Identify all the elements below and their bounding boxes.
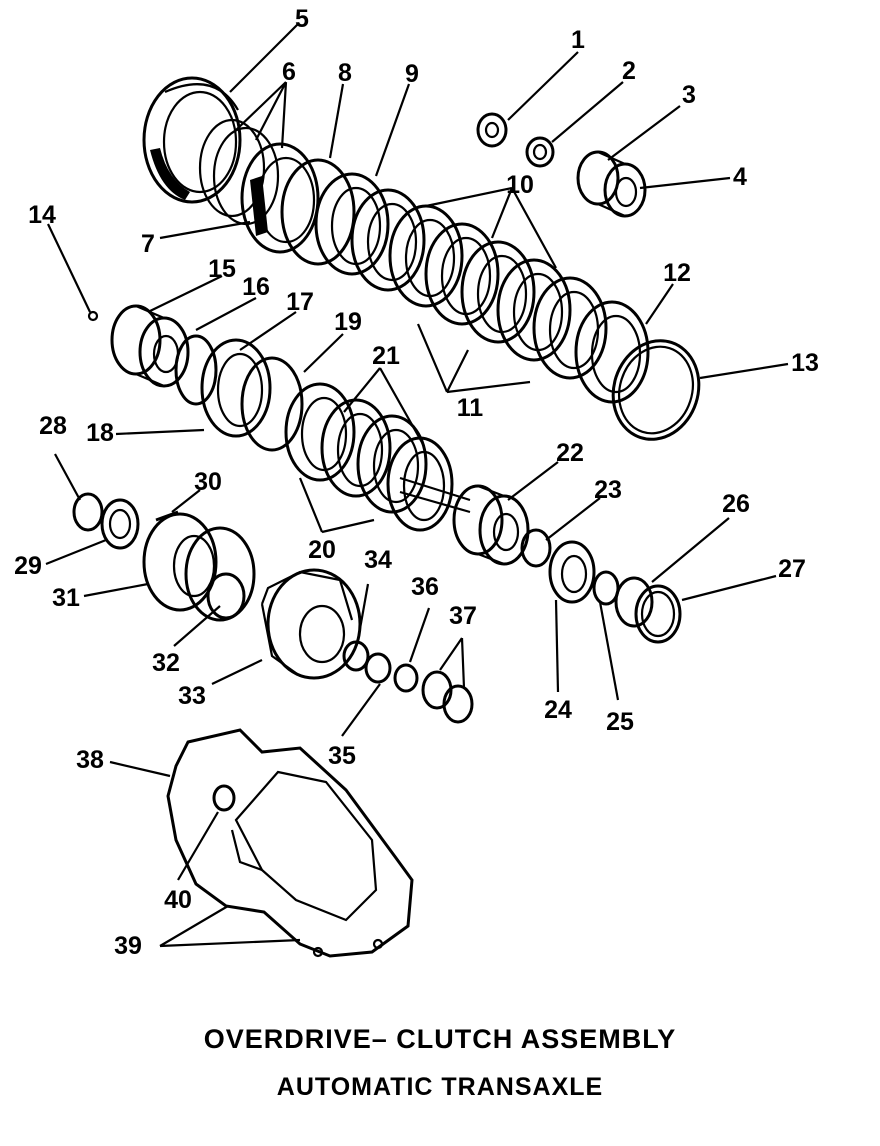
part-19-20-21-plates bbox=[284, 382, 454, 532]
part-12-pressure-plate bbox=[574, 300, 650, 404]
part-37-seal-rings bbox=[421, 670, 474, 724]
part-7-8-piston bbox=[240, 142, 356, 266]
part-9-10-11-clutch-plates bbox=[314, 172, 608, 380]
callout-21: 21 bbox=[372, 342, 400, 370]
callout-26: 26 bbox=[722, 490, 750, 518]
part-22-shaft-gear bbox=[399, 476, 530, 566]
diagram-title: OVERDRIVE– CLUTCH ASSEMBLY bbox=[203, 1024, 677, 1054]
callout-5: 5 bbox=[295, 5, 309, 33]
part-29-washer bbox=[100, 498, 140, 550]
part-1-nut bbox=[476, 112, 508, 148]
part-34-washer bbox=[342, 640, 370, 672]
callout-37: 37 bbox=[449, 602, 477, 630]
callout-2: 2 bbox=[622, 57, 636, 85]
callout-25: 25 bbox=[606, 708, 634, 736]
part-31-32-piston bbox=[142, 512, 256, 622]
callout-10: 10 bbox=[506, 171, 534, 199]
part-28-ring bbox=[72, 492, 104, 532]
callout-39: 39 bbox=[114, 932, 142, 960]
callout-36: 36 bbox=[411, 573, 439, 601]
callout-16: 16 bbox=[242, 273, 270, 301]
callout-29: 29 bbox=[14, 552, 42, 580]
callout-38: 38 bbox=[76, 746, 104, 774]
part-15-16-hub bbox=[110, 304, 218, 406]
callout-27: 27 bbox=[778, 555, 806, 583]
diagram-subtitle: AUTOMATIC TRANSAXLE bbox=[276, 1073, 604, 1101]
callout-28: 28 bbox=[39, 412, 67, 440]
callout-6: 6 bbox=[282, 58, 296, 86]
part-13-snap-ring bbox=[611, 339, 701, 441]
lower-parts bbox=[72, 492, 474, 724]
part-36-washer bbox=[393, 663, 419, 693]
upper-right-parts bbox=[87, 112, 647, 322]
callout-24: 24 bbox=[544, 696, 572, 724]
callout-15: 15 bbox=[208, 255, 236, 283]
callout-22: 22 bbox=[556, 439, 584, 467]
callout-labels: 1 2 3 4 5 6 7 8 9 10 11 12 13 14 15 16 1… bbox=[14, 5, 819, 960]
callout-20: 20 bbox=[308, 536, 336, 564]
callout-18: 18 bbox=[86, 419, 114, 447]
callout-34: 34 bbox=[364, 546, 392, 574]
callout-3: 3 bbox=[682, 81, 696, 109]
part-35-bearing bbox=[364, 652, 392, 684]
callout-12: 12 bbox=[663, 259, 691, 287]
middle-clutch-pack bbox=[110, 304, 682, 644]
callout-30: 30 bbox=[194, 468, 222, 496]
leader-lines bbox=[45, 23, 789, 948]
part-3-4-bearing bbox=[576, 150, 647, 218]
callout-31: 31 bbox=[52, 584, 80, 612]
upper-clutch-pack bbox=[142, 76, 701, 441]
callout-7: 7 bbox=[141, 230, 155, 258]
part-5-clutch-drum bbox=[142, 76, 242, 204]
callout-13: 13 bbox=[791, 349, 819, 377]
callout-17: 17 bbox=[286, 288, 314, 316]
part-2-washer bbox=[525, 136, 555, 168]
callout-1: 1 bbox=[571, 26, 585, 54]
callout-33: 33 bbox=[178, 682, 206, 710]
callout-4: 4 bbox=[733, 163, 747, 191]
callout-14: 14 bbox=[28, 201, 56, 229]
part-17-18-plates bbox=[200, 338, 304, 452]
callout-23: 23 bbox=[594, 476, 622, 504]
callout-19: 19 bbox=[334, 308, 362, 336]
part-23-27-rings bbox=[520, 528, 682, 644]
callout-8: 8 bbox=[338, 59, 352, 87]
callout-32: 32 bbox=[152, 649, 180, 677]
callout-11: 11 bbox=[457, 394, 484, 422]
part-14-check-ball bbox=[87, 310, 99, 322]
callout-40: 40 bbox=[164, 886, 192, 914]
callout-9: 9 bbox=[405, 60, 419, 88]
callout-35: 35 bbox=[328, 742, 356, 770]
transaxle-case bbox=[166, 728, 414, 958]
